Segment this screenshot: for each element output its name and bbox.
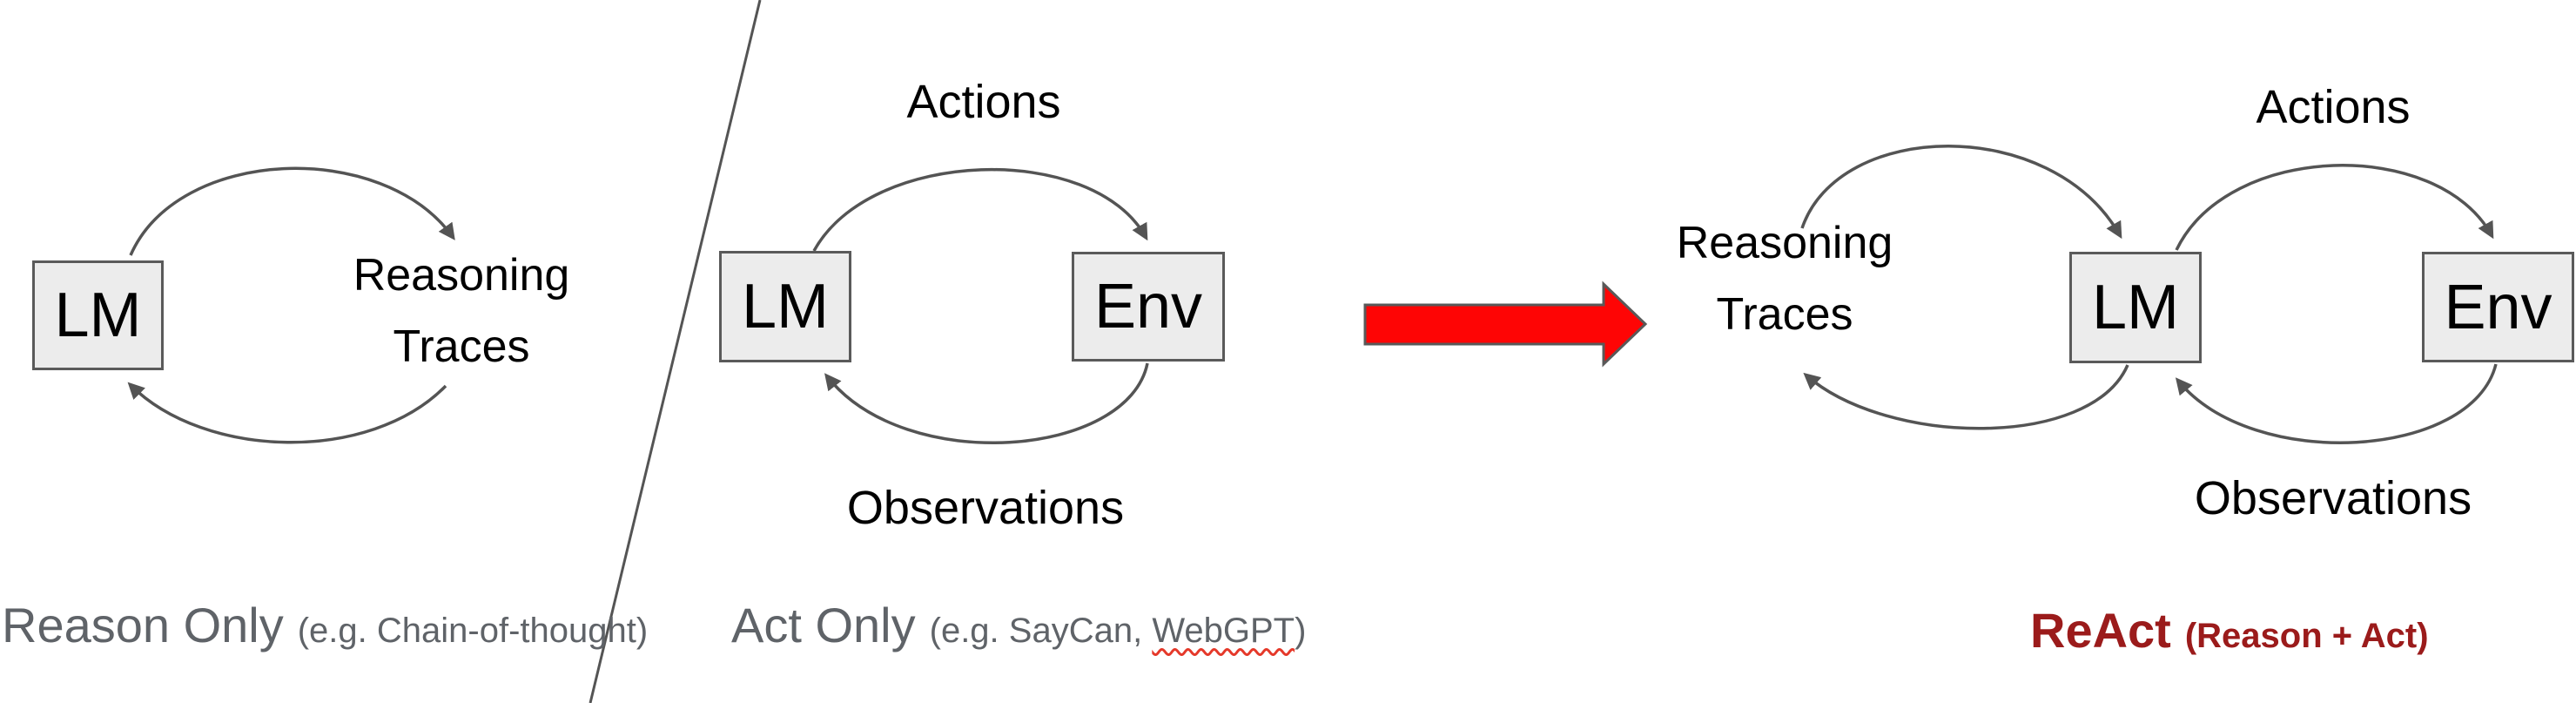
lm-box: LM xyxy=(719,251,851,362)
act-only-caption-title: Act Only xyxy=(731,598,916,652)
reasoning-traces-node: Reasoning Traces xyxy=(1676,218,1893,340)
env-box-label: Env xyxy=(1093,272,1203,341)
act-only-caption: Act Only (e.g. SayCan, WebGPT) xyxy=(731,596,1306,654)
observations-label: Observations xyxy=(846,482,1125,534)
transform-arrow xyxy=(1363,281,1648,368)
act-only-caption-example: (e.g. SayCan, WebGPT) xyxy=(930,610,1307,652)
reason-loop-bottom-arc-arrow xyxy=(127,382,447,444)
react-caption-title: ReAct xyxy=(2030,603,2171,658)
actions-label: Actions xyxy=(2256,81,2411,133)
react-caption-example: (Reason + Act) xyxy=(2184,617,2429,655)
env-box: Env xyxy=(2422,252,2574,362)
react-observations-arc-arrow xyxy=(2175,363,2498,444)
lm-box-label: LM xyxy=(54,281,142,350)
lm-box: LM xyxy=(32,260,164,370)
reason-only-caption-title: Reason Only xyxy=(2,598,284,652)
lm-box: LM xyxy=(2069,252,2202,363)
actions-label: Actions xyxy=(906,76,1061,128)
lm-box-label: LM xyxy=(741,272,830,341)
act-only-example-suffix: ) xyxy=(1295,612,1307,650)
react-reason-loop-top-arc-arrow xyxy=(1800,145,2122,240)
reason-only-caption: Reason Only (e.g. Chain-of-thought) xyxy=(2,596,648,654)
react-actions-arc-arrow xyxy=(2175,164,2494,251)
act-only-example-prefix: (e.g. SayCan, xyxy=(929,612,1153,650)
reason-loop-top-arc-arrow xyxy=(129,166,455,256)
reason-only-caption-example: (e.g. Chain-of-thought) xyxy=(297,612,649,650)
observations-arc-arrow xyxy=(824,362,1149,444)
actions-arc-arrow xyxy=(812,167,1148,252)
observations-label: Observations xyxy=(2194,472,2472,524)
env-box: Env xyxy=(1072,252,1225,362)
reasoning-traces-node: Reasoning Traces xyxy=(353,250,570,372)
panel-separator-line xyxy=(589,0,762,703)
env-box-label: Env xyxy=(2444,272,2552,342)
react-reason-loop-bottom-arc-arrow xyxy=(1803,364,2129,430)
react-caption: ReAct (Reason + Act) xyxy=(2030,601,2429,659)
lm-box-label: LM xyxy=(2091,273,2180,342)
act-only-example-webgpt: WebGPT xyxy=(1152,612,1295,650)
